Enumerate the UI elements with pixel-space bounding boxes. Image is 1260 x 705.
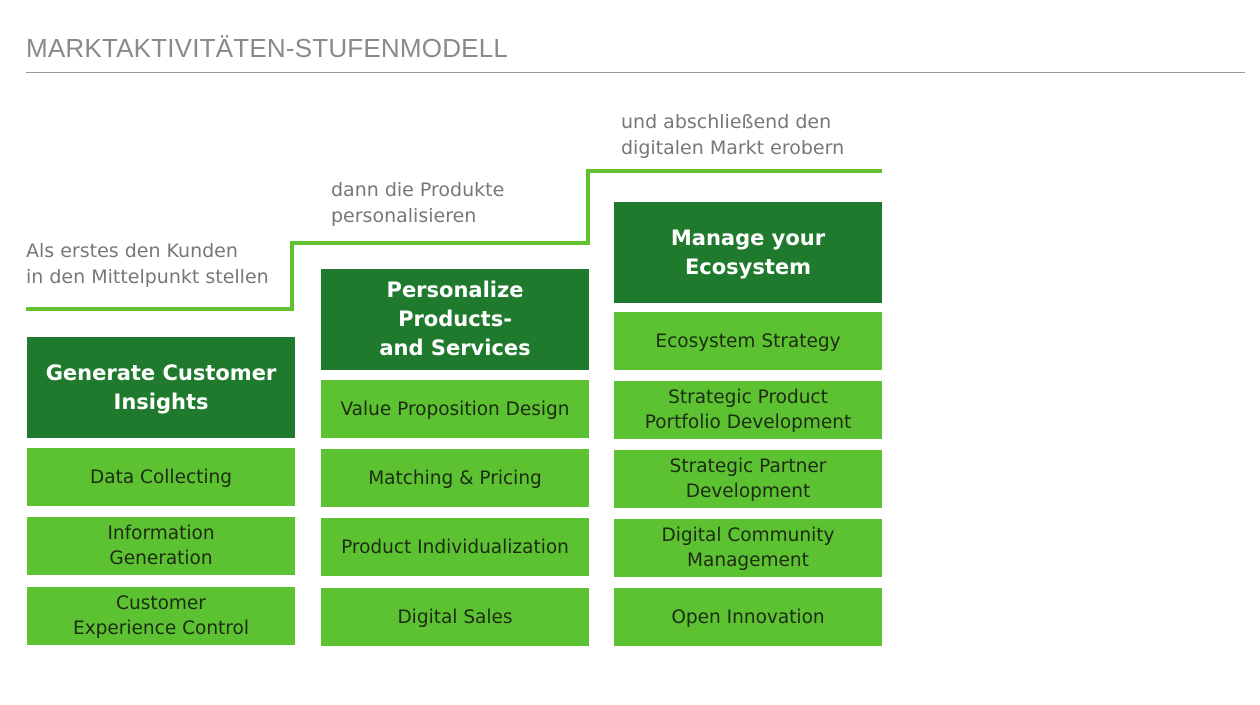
step-3-item-1-label: Ecosystem Strategy [655, 330, 841, 352]
step-3-item-2: Strategic Product Portfolio Development [614, 381, 882, 439]
step-3-header: Manage your Ecosystem [614, 202, 882, 303]
step-1-item-2-label: Information Generation [107, 523, 215, 569]
step-2-item-4-label: Digital Sales [397, 606, 513, 628]
step-3-item-3-label: Strategic Partner Development [669, 456, 827, 502]
step-3-item-5: Open Innovation [614, 588, 882, 646]
step-2-caption-text: dann die Produkte personalisieren [331, 179, 505, 227]
step-3-item-1: Ecosystem Strategy [614, 312, 882, 370]
step-1-item-1: Data Collecting [27, 448, 295, 506]
step-2-item-1: Value Proposition Design [321, 380, 589, 438]
step-1-header: Generate Customer Insights [27, 337, 295, 438]
step-1-item-2: Information Generation [27, 517, 295, 575]
step-1-item-3: Customer Experience Control [27, 587, 295, 645]
step-2-item-2: Matching & Pricing [321, 449, 589, 507]
step-2-item-1-label: Value Proposition Design [340, 398, 570, 420]
step-2-item-3: Product Individualization [321, 518, 589, 576]
step-2-header-label: Personalize Products- and Services [379, 278, 531, 360]
step-3-item-2-label: Strategic Product Portfolio Development [644, 387, 852, 433]
step-3-item-4: Digital Community Management [614, 519, 882, 577]
step-3-header-label: Manage your Ecosystem [670, 225, 826, 279]
step-2-item-4: Digital Sales [321, 588, 589, 646]
step-3-caption-text: und abschließend den digitalen Markt ero… [621, 111, 845, 159]
step-1-item-1-label: Data Collecting [90, 466, 232, 488]
step-1-caption-text: Als erstes den Kunden in den Mittelpunkt… [26, 240, 269, 288]
title-divider [26, 72, 1245, 73]
step-2-item-2-label: Matching & Pricing [368, 467, 542, 489]
step-3-item-4-label: Digital Community Management [661, 525, 835, 571]
step-1-item-3-label: Customer Experience Control [73, 593, 249, 639]
step-1-caption: Als erstes den Kunden in den Mittelpunkt… [26, 238, 269, 290]
step-3-item-3: Strategic Partner Development [614, 450, 882, 508]
step-3-item-5-label: Open Innovation [671, 606, 825, 628]
page-title: MARKTAKTIVITÄTEN-STUFENMODELL [26, 33, 509, 63]
step-2-header: Personalize Products- and Services [321, 269, 589, 370]
staircase-path [26, 169, 882, 311]
step-2-item-3-label: Product Individualization [341, 536, 569, 558]
step-1-header-label: Generate Customer Insights [45, 360, 277, 414]
step-2-caption: dann die Produkte personalisieren [331, 177, 504, 229]
step-3-caption: und abschließend den digitalen Markt ero… [621, 109, 844, 161]
